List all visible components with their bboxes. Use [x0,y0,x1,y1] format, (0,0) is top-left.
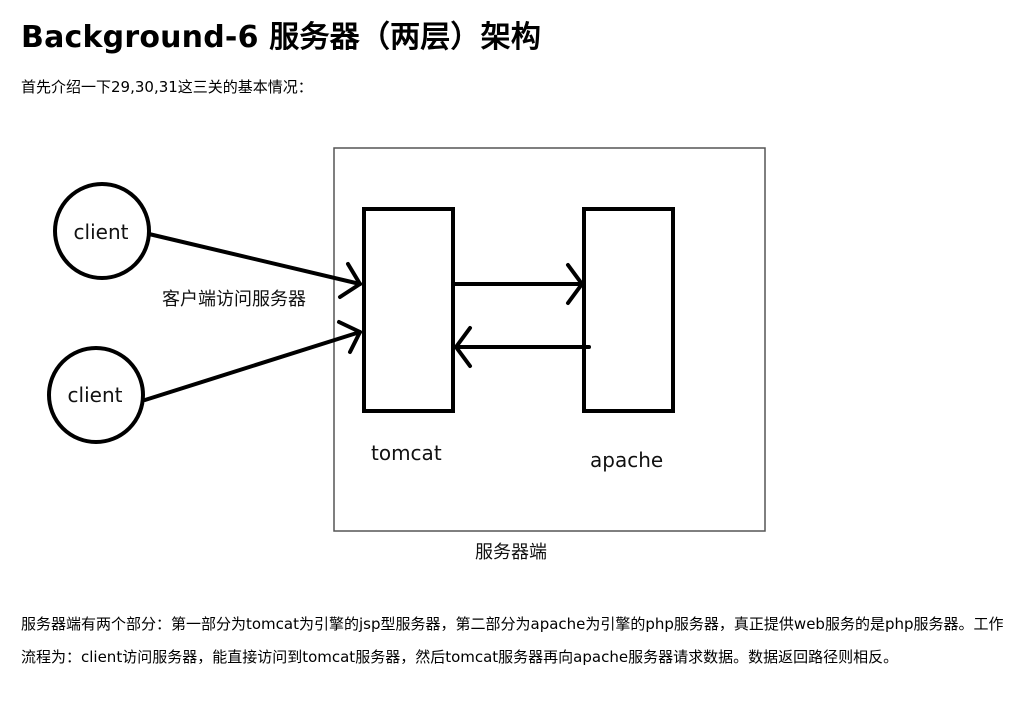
tomcat-label: tomcat [371,441,442,465]
tomcat-box [362,207,455,413]
architecture-diagram: client client 客户端访问服务器 tomcat apache 服务器… [0,130,1019,570]
apache-to-tomcat-arrow [454,326,591,368]
client-top-node [53,182,151,280]
server-label: 服务器端 [475,542,547,563]
apache-label: apache [590,448,663,472]
intro-text: 首先介绍一下29,30,31这三关的基本情况： [21,78,313,96]
client-top-label: client [74,220,129,244]
tomcat-to-apache-arrow [453,263,584,305]
client-bottom-label: client [68,383,123,407]
client-bottom-arrow [143,320,362,402]
client-bottom-node [47,346,145,444]
description-paragraph: 服务器端有两个部分：第一部分为tomcat为引擎的jsp型服务器，第二部分为ap… [21,615,1004,666]
request-label: 客户端访问服务器 [162,289,306,310]
page-title: Background-6 服务器（两层）架构 [21,20,542,55]
apache-box [582,207,675,413]
client-top-arrow [147,232,362,299]
